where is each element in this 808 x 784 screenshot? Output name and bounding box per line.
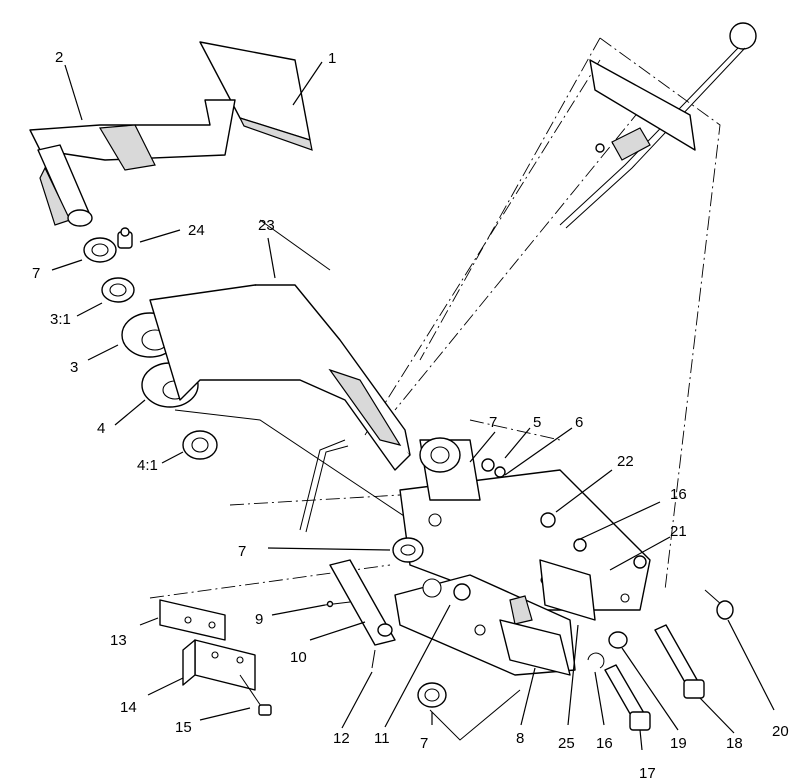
callout-24: 24 [188,222,205,239]
callout-5: 5 [533,414,541,431]
callout-7-bottom: 7 [420,735,428,752]
part-8-plate [499,619,571,676]
part-20-bolt [704,589,734,620]
part-11-spring-washer [453,583,471,601]
part-15-bolt [239,674,272,716]
part-2-pedal-arm [29,99,236,227]
callout-22: 22 [617,453,634,470]
callout-labels: 1 2 24 23 7 3:1 3 4 4:1 7 5 6 22 16 21 7… [32,49,789,782]
part-5-nut [481,458,495,472]
callout-16-lower: 16 [596,735,613,752]
callout-10: 10 [290,649,307,666]
callout-4-1: 4:1 [137,457,158,474]
callout-7-middle: 7 [238,543,246,560]
part-4-1-bushing [182,430,218,460]
part-14-bracket [182,639,256,691]
callout-7-top: 7 [32,265,40,282]
callout-16-upper: 16 [670,486,687,503]
callout-23: 23 [258,217,275,234]
callout-3: 3 [70,359,78,376]
callout-17: 17 [639,765,656,782]
callout-12: 12 [333,730,350,747]
part-3-1-bushing [101,277,135,303]
callout-11: 11 [374,730,390,747]
part-10-shaft [329,559,396,646]
callout-18: 18 [726,735,743,752]
callout-2: 2 [55,49,63,66]
part-7-bushing-middle [392,537,424,563]
part-7-bushing-top [83,237,117,263]
callout-15: 15 [175,719,192,736]
part-12-cotter-pin [371,649,376,669]
part-19-washer [608,631,628,649]
part-9-pin [324,600,351,608]
part-7-bushing-bottom [417,682,447,708]
part-23-brake-arm [149,284,411,521]
part-13-block [159,599,226,641]
part-1-pedal-pad [199,41,313,151]
callout-7-upper-right: 7 [489,414,497,431]
callout-14: 14 [120,699,137,716]
part-21-nut [633,555,647,569]
part-17-bolt [604,664,651,731]
callout-13: 13 [110,632,127,649]
callout-25: 25 [558,735,575,752]
leader-lines [51,61,775,751]
part-18-bolt [654,624,705,699]
callout-6: 6 [575,414,583,431]
callout-20: 20 [772,723,789,740]
callout-9: 9 [255,611,263,628]
part-16-clip-upper [573,538,587,552]
brake-rod [299,439,349,533]
part-24-grease-fitting [117,227,133,249]
callout-8: 8 [516,730,524,747]
part-16-clip-lower [587,652,605,669]
callout-21: 21 [670,523,687,540]
part-22-nut [540,512,556,528]
part-6-washer [494,466,506,478]
part-25-plate [539,559,596,621]
callout-4: 4 [97,420,105,437]
callout-1: 1 [328,50,336,67]
lever-with-knob [559,22,757,229]
callout-3-1: 3:1 [50,311,71,328]
callout-19: 19 [670,735,687,752]
